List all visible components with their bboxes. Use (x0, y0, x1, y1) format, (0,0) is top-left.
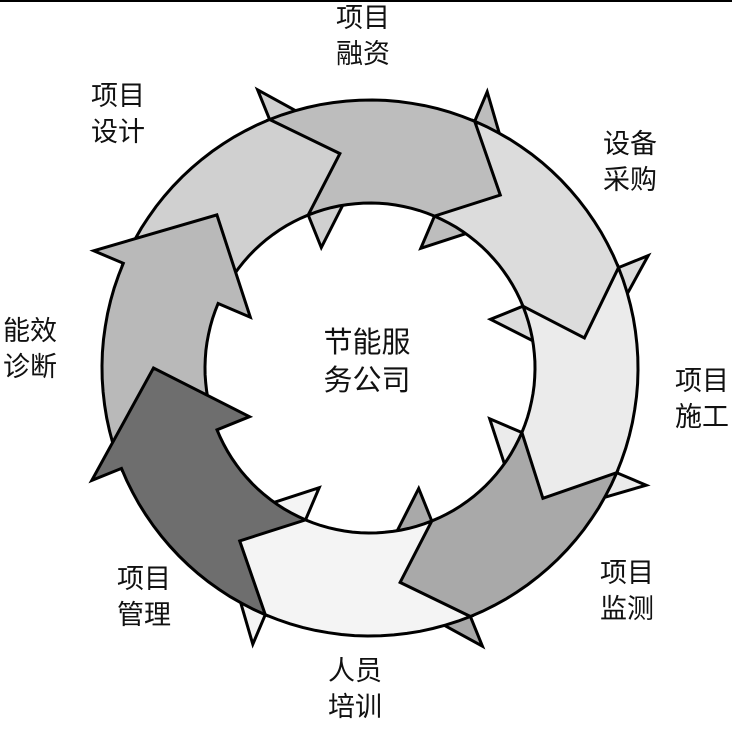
cycle-arrows (88, 86, 652, 650)
arrow-management (88, 366, 310, 618)
label-procurement-line2: 采购 (603, 165, 657, 196)
label-procurement-line1: 设备 (603, 129, 657, 160)
label-construction-line2: 施工 (675, 402, 729, 433)
label-management-line1: 项目 (117, 564, 171, 595)
label-financing-line1: 项目 (336, 3, 390, 34)
label-training-line1: 人员 (328, 656, 382, 687)
center-label-line1: 节能服 (323, 325, 410, 359)
label-management-line2: 管理 (117, 600, 171, 631)
label-training-line2: 培训 (328, 692, 382, 723)
arrow-monitoring (368, 428, 620, 650)
label-monitoring-line2: 监测 (600, 594, 654, 625)
label-design-line1: 项目 (91, 81, 145, 112)
arrow-procurement (430, 118, 652, 370)
top-border-line (0, 0, 732, 2)
label-diagnosis-line1: 能效 (3, 316, 57, 347)
label-financing-line2: 融资 (336, 39, 390, 70)
label-construction-line1: 项目 (675, 366, 729, 397)
label-monitoring-line1: 项目 (600, 558, 654, 589)
center-label-line2: 务公司 (323, 363, 410, 397)
label-design-line2: 设计 (91, 117, 145, 148)
label-diagnosis-line2: 诊断 (3, 352, 57, 383)
